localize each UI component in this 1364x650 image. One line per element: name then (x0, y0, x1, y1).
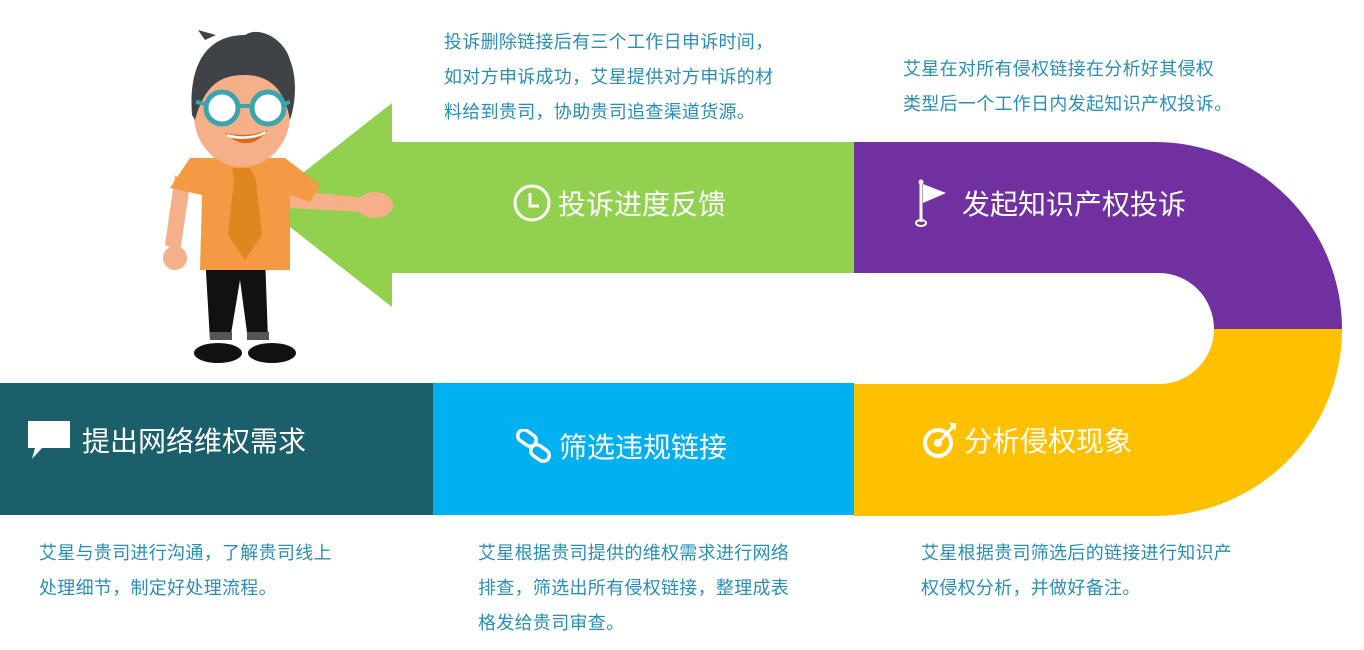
step2-blue-band (433, 383, 854, 515)
step5-description: 投诉删除链接后有三个工作日申诉时间， 如对方申诉成功，艾星提供对方申诉的材 料给… (444, 32, 774, 123)
step1-description: 艾星与贵司进行沟通，了解贵司线上 处理细节，制定好处理流程。 (39, 543, 332, 599)
step3-yellow-band (854, 329, 1342, 516)
link-icon (515, 429, 553, 463)
step4-description: 艾星在对所有侵权链接在分析好其侵权 类型后一个工作日内发起知识产权投诉。 (903, 59, 1233, 115)
step3-label: 分析侵权现象 (922, 420, 1132, 460)
step4-title: 发起知识产权投诉 (962, 188, 1187, 221)
flag-icon (914, 178, 948, 228)
step5-green-arrow (262, 103, 854, 307)
step4-purple-band (854, 142, 1342, 329)
step2-description: 艾星根据贵司提供的维权需求进行网络 排查，筛选出所有侵权链接，整理成表 格发给贵… (478, 543, 790, 634)
chat-bubble-icon (28, 421, 70, 459)
step2-label: 筛选违规链接 (515, 426, 727, 466)
clock-icon (512, 183, 552, 223)
step1-title: 提出网络维权需求 (82, 425, 307, 458)
step5-title: 投诉进度反馈 (558, 188, 727, 221)
step3-description: 艾星根据贵司筛选后的链接进行知识产 权侵权分析，并做好备注。 (921, 543, 1233, 599)
step1-label: 提出网络维权需求 (28, 420, 306, 460)
step1-teal-band (0, 383, 433, 515)
step3-title: 分析侵权现象 (964, 425, 1133, 458)
step2-title: 筛选违规链接 (559, 431, 728, 464)
step4-label: 发起知识产权投诉 (914, 178, 1186, 228)
step5-label: 投诉进度反馈 (512, 183, 726, 223)
target-icon (922, 420, 958, 460)
cartoon-man-illustration (163, 30, 393, 363)
